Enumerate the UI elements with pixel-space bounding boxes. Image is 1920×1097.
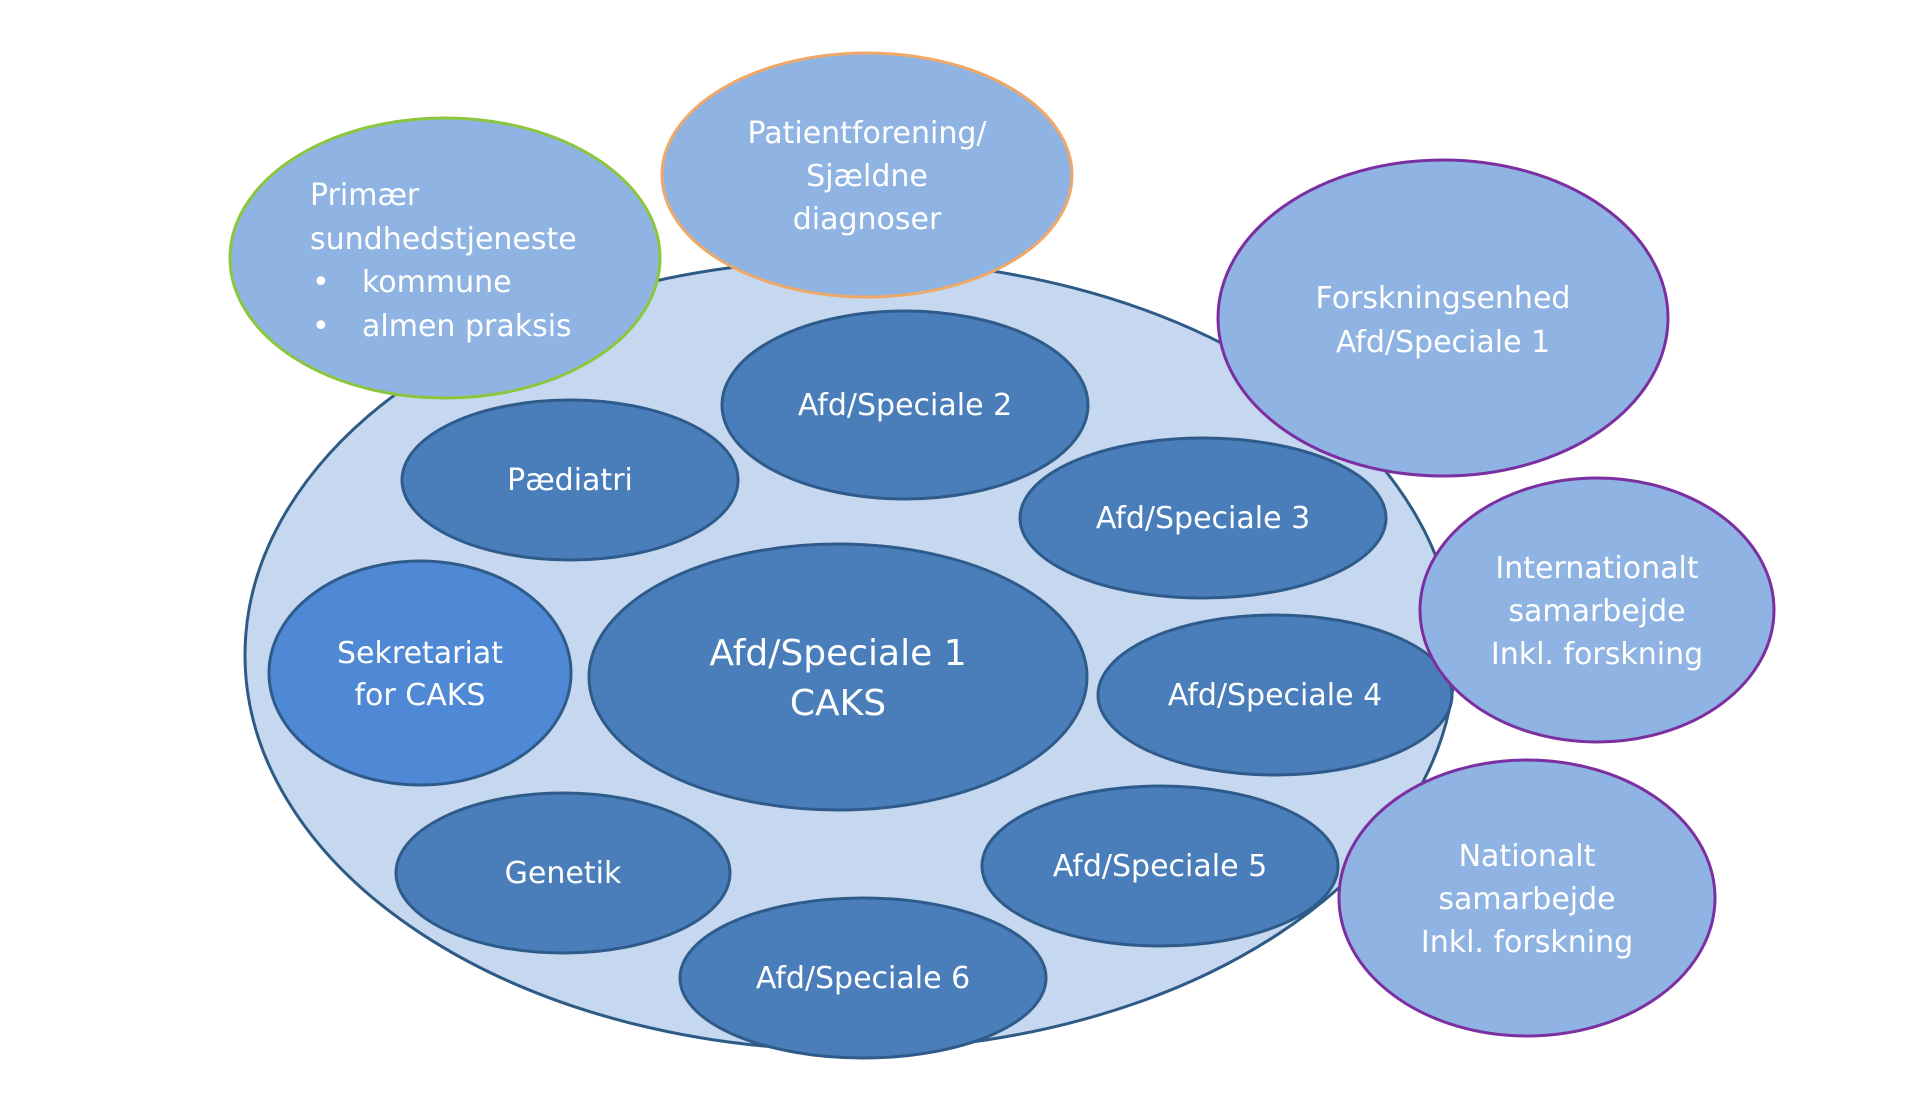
primaer-bullet-1: kommune xyxy=(362,265,512,300)
patientforening-line1: Patientforening/ xyxy=(747,116,987,151)
patientforening-line3: diagnoser xyxy=(793,202,942,237)
node-sekretariat: Sekretariat for CAKS xyxy=(267,559,573,787)
internationalt-line1: Internationalt xyxy=(1495,551,1698,586)
patientforening-line2: Sjældne xyxy=(806,159,928,194)
internationalt-line3: Inkl. forskning xyxy=(1491,637,1703,672)
sekretariat-line2: for CAKS xyxy=(355,678,486,713)
node-internationalt-samarbejde: Internationalt samarbejde Inkl. forsknin… xyxy=(1418,476,1776,744)
afd5-label: Afd/Speciale 5 xyxy=(1053,849,1267,884)
forskningsenhed-line2: Afd/Speciale 1 xyxy=(1336,325,1550,360)
genetik-label: Genetik xyxy=(505,856,622,891)
node-primaer-sundhedstjeneste: Primær sundhedstjeneste • kommune • alme… xyxy=(228,116,662,400)
nationalt-line1: Nationalt xyxy=(1459,839,1596,874)
node-afd-speciale-3: Afd/Speciale 3 xyxy=(1018,436,1388,600)
node-afd-speciale-2: Afd/Speciale 2 xyxy=(720,309,1090,501)
primaer-bullet-2: almen praksis xyxy=(362,309,572,344)
primaer-line1: Primær xyxy=(310,178,420,213)
node-afd-speciale-4: Afd/Speciale 4 xyxy=(1096,613,1454,777)
afd6-label: Afd/Speciale 6 xyxy=(756,961,970,996)
afd2-label: Afd/Speciale 2 xyxy=(798,388,1012,423)
forskningsenhed-line1: Forskningsenhed xyxy=(1316,281,1571,316)
pediatri-label: Pædiatri xyxy=(507,463,633,498)
primaer-bullet-2-glyph: • xyxy=(312,309,330,344)
center-line1: Afd/Speciale 1 xyxy=(709,633,966,674)
afd3-label: Afd/Speciale 3 xyxy=(1096,501,1310,536)
node-afd-speciale-5: Afd/Speciale 5 xyxy=(980,784,1340,948)
node-forskningsenhed: Forskningsenhed Afd/Speciale 1 xyxy=(1216,158,1670,478)
nationalt-line2: samarbejde xyxy=(1438,882,1615,917)
node-pediatri: Pædiatri xyxy=(400,398,740,562)
primaer-bullet-1-glyph: • xyxy=(312,265,330,300)
afd4-label: Afd/Speciale 4 xyxy=(1168,678,1382,713)
sekretariat-line1: Sekretariat xyxy=(337,636,503,671)
node-afd-speciale-6: Afd/Speciale 6 xyxy=(678,896,1048,1060)
node-genetik: Genetik xyxy=(394,791,732,955)
node-center-caks: Afd/Speciale 1 CAKS xyxy=(587,542,1089,812)
center-line2: CAKS xyxy=(790,683,886,724)
primaer-line2: sundhedstjeneste xyxy=(310,222,577,257)
node-nationalt-samarbejde: Nationalt samarbejde Inkl. forskning xyxy=(1337,758,1717,1038)
node-patientforening: Patientforening/ Sjældne diagnoser xyxy=(660,51,1074,299)
internationalt-line2: samarbejde xyxy=(1508,594,1685,629)
nationalt-line3: Inkl. forskning xyxy=(1421,925,1633,960)
